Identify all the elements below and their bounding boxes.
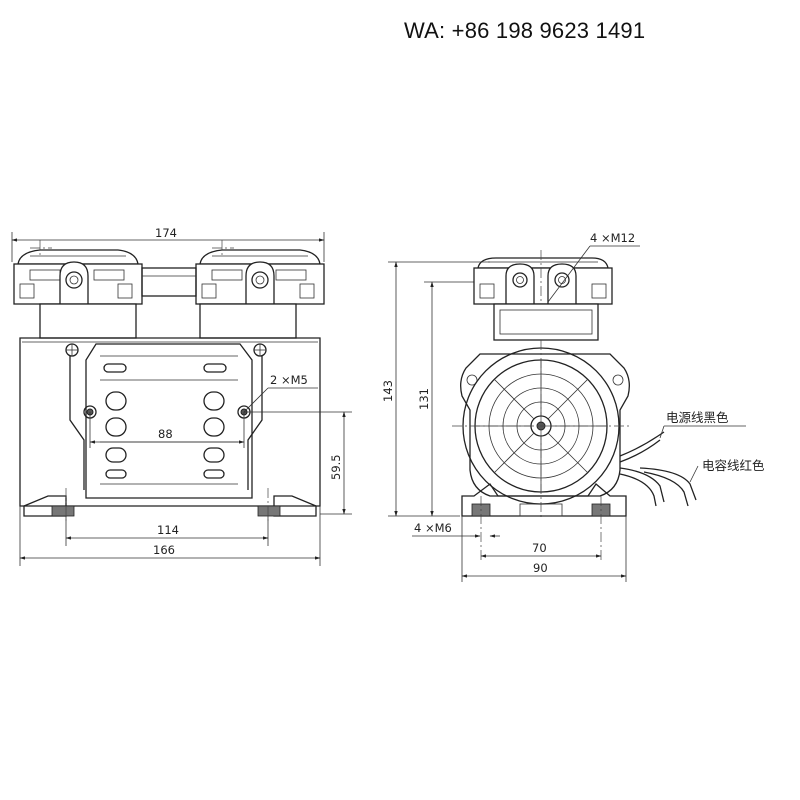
fan-cover [452,340,630,520]
dim-88-label: 88 [158,427,173,441]
dim-m12-label: 4 ×M12 [590,231,635,245]
contact-text: WA: +86 198 9623 1491 [404,18,646,43]
dim-114-label: 114 [157,523,179,537]
wire-capacitor-label: 电容线红色 [702,458,765,473]
dim-m6-label: 4 ×M6 [414,521,452,535]
dim-143-label: 143 [381,380,395,402]
dim-143: 143 [381,261,490,517]
dim-m5: 2 ×M5 [243,373,318,413]
dim-59-5-label: 59.5 [329,454,343,480]
dim-114: 114 [65,488,269,546]
dim-174: 174 [11,226,325,262]
wire-power-label: 电源线黑色 [666,410,729,425]
dim-m12: 4 ×M12 [547,231,640,303]
dim-90-label: 90 [533,561,548,575]
dim-131-label: 131 [417,388,431,410]
right-head [195,240,325,305]
dim-131: 131 [417,281,490,517]
dim-70: 70 [480,541,602,558]
dim-174-label: 174 [155,226,177,240]
front-feet [23,495,317,517]
wires: 电源线黑色 电容线红色 [619,410,765,507]
dim-166-label: 166 [153,543,175,557]
dim-166: 166 [19,506,321,566]
dim-90: 90 [461,516,627,582]
dim-m5-label: 2 ×M5 [270,373,308,387]
front-view: 174 [11,226,352,566]
side-view: 143 131 4 ×M12 [381,231,765,582]
dim-88: 88 [89,412,245,448]
dim-m6: 4 ×M6 [412,496,602,560]
dim-70-label: 70 [532,541,547,555]
cooling-slots [100,363,238,479]
dim-59-5: 59.5 [244,411,352,515]
left-head [13,240,143,305]
